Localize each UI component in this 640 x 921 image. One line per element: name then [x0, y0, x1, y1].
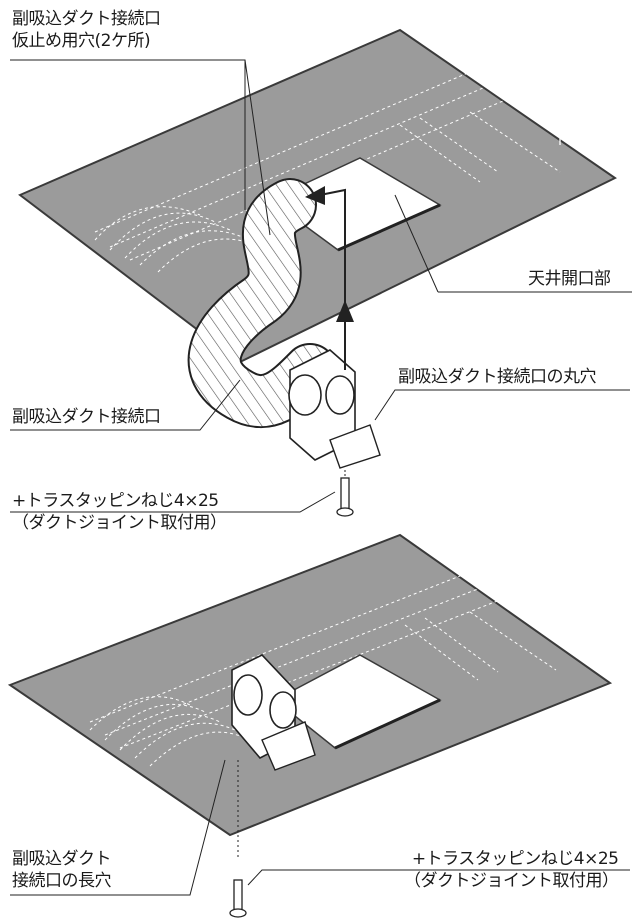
label-screw-top: +トラスタッピンねじ4×25 （ダクトジョイント取付用）: [12, 490, 227, 534]
label-long-hole-line2: 接続口の長穴: [12, 871, 112, 891]
bottom-ceiling-opening: [273, 654, 442, 750]
label-temp-hole-line2: 仮止め用穴(2ケ所): [12, 31, 151, 51]
label-temp-hole-line1: 副吸込ダクト接続口: [12, 9, 161, 29]
label-long-hole: 副吸込ダクト 接続口の長穴: [12, 848, 112, 892]
label-screw-bottom-line2: （ダクトジョイント取付用）: [404, 871, 619, 891]
label-screw-bottom-line1: +トラスタッピンねじ4×25: [411, 849, 619, 869]
label-screw-bottom: +トラスタッピンねじ4×25 （ダクトジョイント取付用）: [404, 848, 619, 892]
label-duct-connection: 副吸込ダクト接続口: [12, 406, 161, 428]
insertion-arrow: [305, 186, 354, 370]
duct-joint-top: [288, 349, 381, 469]
top-ceiling-opening: [268, 157, 442, 252]
label-screw-top-line2: （ダクトジョイント取付用）: [12, 513, 227, 533]
label-ceiling-opening: 天井開口部: [528, 268, 611, 290]
label-round-hole: 副吸込ダクト接続口の丸穴: [398, 366, 597, 388]
screw-top: [336, 470, 354, 517]
screw-bottom: [229, 760, 247, 918]
label-temp-hole: 副吸込ダクト接続口 仮止め用穴(2ケ所): [12, 8, 161, 52]
label-long-hole-line1: 副吸込ダクト: [12, 849, 112, 869]
label-ceiling-opening-text: 天井開口部: [528, 269, 611, 289]
duct-joint-bottom: [231, 654, 316, 771]
label-round-hole-text: 副吸込ダクト接続口の丸穴: [398, 367, 597, 387]
flexible-duct: [187, 178, 337, 428]
label-duct-connection-text: 副吸込ダクト接続口: [12, 407, 161, 427]
label-screw-top-line1: +トラスタッピンねじ4×25: [12, 491, 219, 511]
